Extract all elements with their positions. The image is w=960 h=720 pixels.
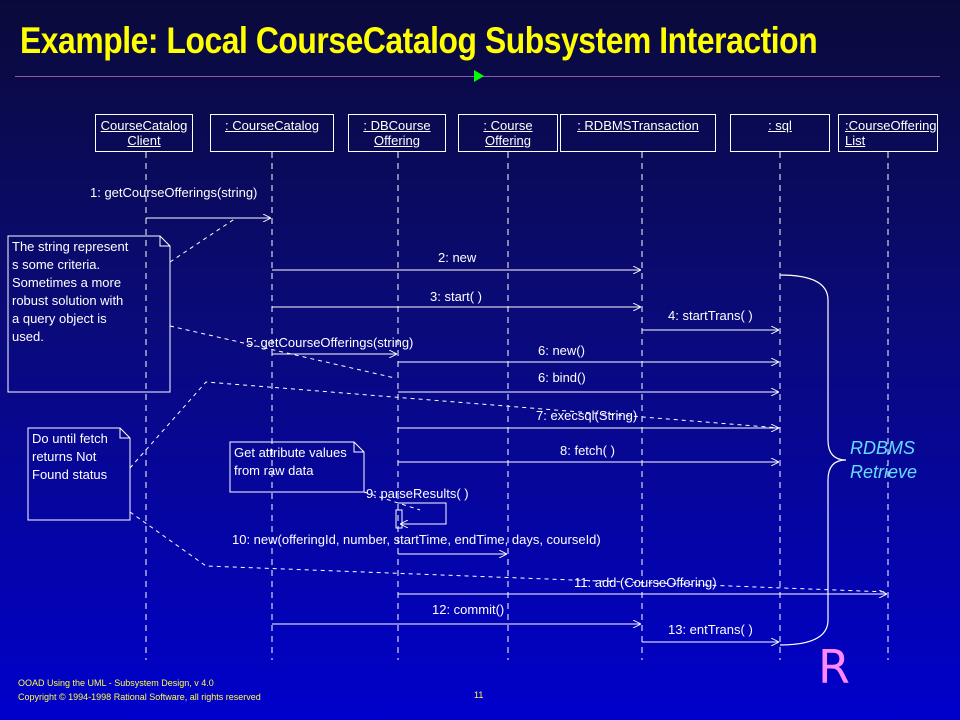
message-label-9: 8: fetch( ): [560, 443, 615, 458]
play-arrow-icon: [474, 70, 484, 82]
object-name-cont: Offering: [373, 133, 420, 148]
note-line: robust solution with: [12, 293, 124, 308]
note-attr-shape: [229, 441, 365, 493]
message-label-1: 1: getCourseOfferings(string): [90, 185, 258, 200]
note-line: Get attribute values: [234, 445, 347, 460]
object-name: CourseCatalog: [100, 118, 188, 133]
object-name-cont: Offering: [484, 133, 531, 148]
message-label-5: 5: getCourseOfferings(string): [246, 335, 414, 350]
lifeline-object-4: : RDBMSTransaction: [560, 114, 716, 152]
note-line: s some criteria.: [12, 257, 101, 272]
message-label-10: 9: parseResults( ): [366, 486, 469, 501]
note-attribute-values: Get attribute values from raw data: [230, 442, 364, 492]
object-name: : sql: [768, 118, 792, 133]
object-name-cont: List: [845, 133, 866, 148]
note-connector-1: [169, 325, 396, 379]
message-label-11: 10: new(offeringId, number, startTime, e…: [232, 532, 601, 547]
page-number: 11: [474, 690, 484, 700]
note-connector-4: [363, 491, 421, 511]
rational-logo: R: [818, 640, 850, 694]
note-line: a query object is: [12, 311, 107, 326]
note-line: returns Not: [32, 449, 97, 464]
object-name: : CourseCatalog: [225, 118, 319, 133]
note-string-shape: [7, 235, 171, 393]
object-name: : RDBMSTransaction: [577, 118, 699, 133]
message-label-12: 11: add (CourseOffering): [574, 575, 717, 590]
object-name: :CourseOffering: [845, 118, 937, 133]
note-string-criteria: The string represent s some criteria. Some…: [8, 236, 170, 392]
message-label-8: 7: execsql(String): [536, 408, 638, 423]
note-line: Sometimes a more: [12, 275, 122, 290]
note-line: The string represent: [12, 239, 129, 254]
message-label-4: 4: startTrans( ): [668, 308, 753, 323]
note-fetch-shape: [27, 427, 131, 521]
message-label-6: 6: new(): [538, 343, 585, 358]
note-connector-0: [169, 217, 237, 263]
note-connector-2: [129, 381, 781, 469]
lifeline-object-1: : CourseCatalog: [210, 114, 334, 152]
note-line: Do until fetch: [32, 431, 108, 446]
message-label-3: 3: start( ): [430, 289, 483, 304]
note-line: Found status: [32, 467, 108, 482]
note-line: from raw data: [234, 463, 314, 478]
slide-title: Example: Local CourseCatalog Subsystem I…: [20, 20, 818, 61]
note-line: used.: [12, 329, 44, 344]
message-label-13: 12: commit(): [432, 602, 505, 617]
footer: OOAD Using the UML - Subsystem Design, v…: [18, 678, 261, 702]
rdbms-brace: [779, 274, 847, 646]
note-connector-3: [129, 511, 889, 593]
message-label-7: 6: bind(): [538, 370, 586, 385]
lifeline-object-5: : sql: [730, 114, 830, 152]
message-arrow-9: [398, 502, 447, 524]
object-name-cont: Client: [127, 133, 161, 148]
object-name: : DBCourse: [363, 118, 431, 133]
rdbms-retrieve-label: RDBMS Retrieve: [850, 438, 918, 482]
object-name: : Course: [483, 118, 533, 133]
activation-bar: [395, 509, 403, 529]
message-label-2: 2: new: [438, 250, 477, 265]
message-label-14: 13: entTrans( ): [668, 622, 753, 637]
